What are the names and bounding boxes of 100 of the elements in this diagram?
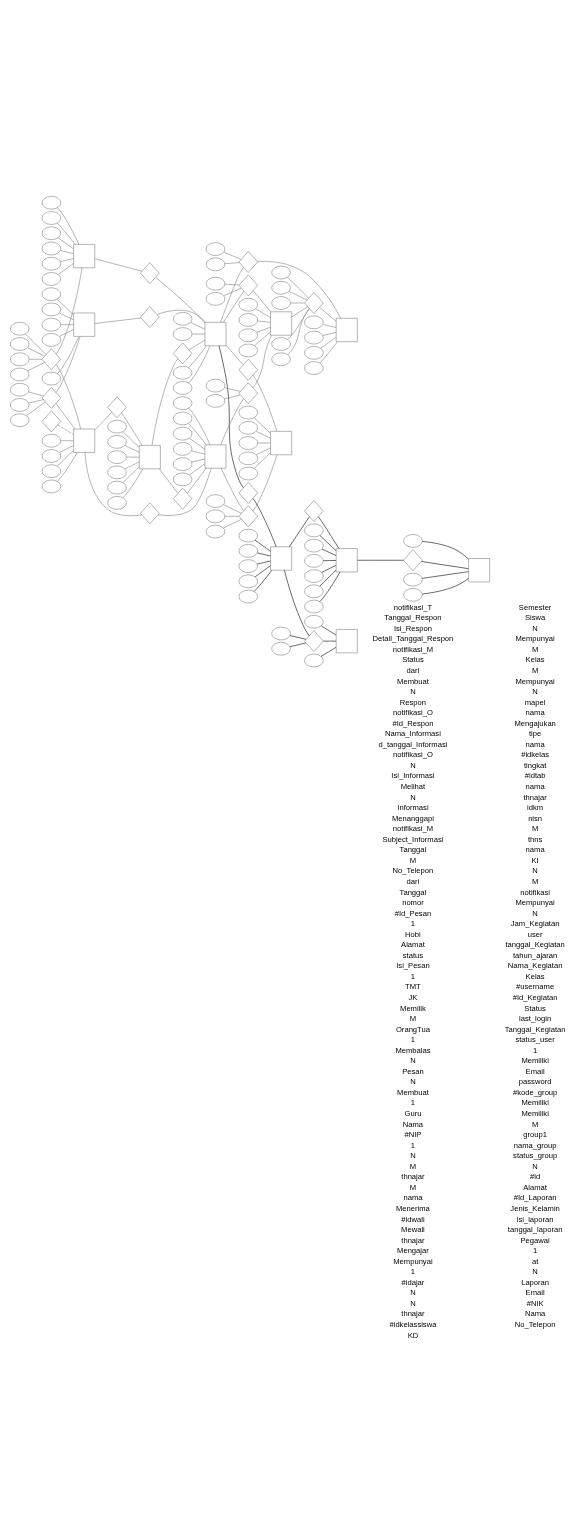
node-ellipse — [107, 449, 127, 464]
node-diamond — [238, 250, 258, 273]
connector — [220, 266, 244, 322]
connector — [94, 257, 143, 271]
connector — [252, 334, 273, 388]
connector — [188, 407, 211, 445]
node-ellipse — [271, 295, 291, 310]
node-ellipse — [304, 538, 324, 552]
node-diamond — [238, 381, 258, 404]
connector — [57, 424, 74, 435]
node-ellipse — [304, 653, 324, 667]
node-diamond — [304, 499, 324, 522]
node-ellipse — [271, 336, 291, 351]
connector — [57, 262, 74, 275]
connector — [188, 345, 207, 368]
node-ellipse — [238, 589, 258, 603]
node-box — [270, 311, 292, 336]
connector — [60, 323, 74, 325]
node-ellipse — [304, 523, 324, 537]
connector — [159, 468, 179, 493]
connector — [156, 309, 206, 322]
connector — [155, 276, 206, 323]
connector — [223, 251, 242, 260]
node-ellipse — [41, 433, 62, 447]
node-diamond — [304, 291, 324, 314]
connector — [28, 358, 43, 360]
connector — [26, 401, 46, 416]
connector — [59, 328, 74, 337]
node-ellipse — [304, 614, 324, 629]
connector — [84, 451, 143, 516]
connector — [287, 307, 310, 355]
node-ellipse — [238, 343, 258, 357]
node-ellipse — [205, 393, 226, 408]
connector — [256, 260, 341, 319]
node-ellipse — [41, 479, 62, 493]
connector — [191, 450, 206, 454]
node-ellipse — [238, 420, 258, 435]
connector — [290, 302, 305, 303]
node-box — [73, 243, 96, 268]
node-ellipse — [238, 528, 258, 542]
connector — [57, 335, 80, 374]
connector — [252, 289, 271, 312]
connector — [60, 439, 74, 441]
connector — [252, 374, 278, 431]
node-ellipse — [10, 412, 30, 427]
connector — [122, 466, 140, 483]
connector — [223, 518, 242, 528]
node-diamond — [238, 481, 258, 504]
connector — [124, 444, 140, 453]
node-ellipse — [41, 302, 62, 316]
node-ellipse — [238, 543, 258, 558]
node-diamond — [172, 487, 193, 510]
node-ellipse — [205, 493, 226, 508]
node-box — [73, 428, 96, 453]
node-ellipse — [41, 241, 62, 255]
node-ellipse — [205, 509, 226, 523]
connector — [59, 312, 74, 320]
node-ellipse — [41, 226, 62, 240]
connector — [254, 452, 271, 468]
connector — [27, 346, 45, 356]
node-ellipse — [41, 332, 62, 347]
node-ellipse — [205, 291, 226, 306]
connector — [220, 467, 244, 511]
node-box — [204, 321, 227, 346]
node-ellipse — [238, 435, 258, 450]
node-ellipse — [304, 599, 324, 613]
connector — [190, 321, 206, 329]
connector — [255, 447, 271, 455]
node-ellipse — [172, 326, 193, 341]
connector — [59, 444, 74, 453]
connector — [256, 326, 271, 333]
connector — [257, 442, 271, 443]
node-ellipse — [205, 257, 226, 271]
node-ellipse — [172, 456, 193, 471]
connector — [57, 451, 78, 482]
node-ellipse — [172, 411, 193, 425]
connector — [287, 307, 310, 340]
connector — [255, 308, 271, 318]
connector — [55, 267, 83, 354]
connector — [57, 298, 74, 315]
connector — [124, 461, 140, 469]
node-box — [335, 628, 358, 653]
node-ellipse — [403, 533, 423, 548]
node-ellipse — [41, 371, 62, 385]
node-diamond — [238, 504, 258, 527]
connector — [291, 305, 308, 317]
node-ellipse — [205, 241, 226, 256]
node-diamond — [172, 342, 193, 364]
connector — [322, 331, 337, 336]
connector — [254, 417, 271, 434]
node-ellipse — [10, 382, 30, 396]
node-ellipse — [403, 587, 423, 602]
node-diamond — [107, 395, 127, 418]
node-box — [138, 444, 161, 469]
connector — [28, 398, 44, 403]
node-ellipse — [10, 336, 30, 351]
node-ellipse — [238, 574, 258, 588]
connector — [121, 412, 143, 446]
connector — [57, 237, 74, 249]
connector — [57, 206, 80, 245]
